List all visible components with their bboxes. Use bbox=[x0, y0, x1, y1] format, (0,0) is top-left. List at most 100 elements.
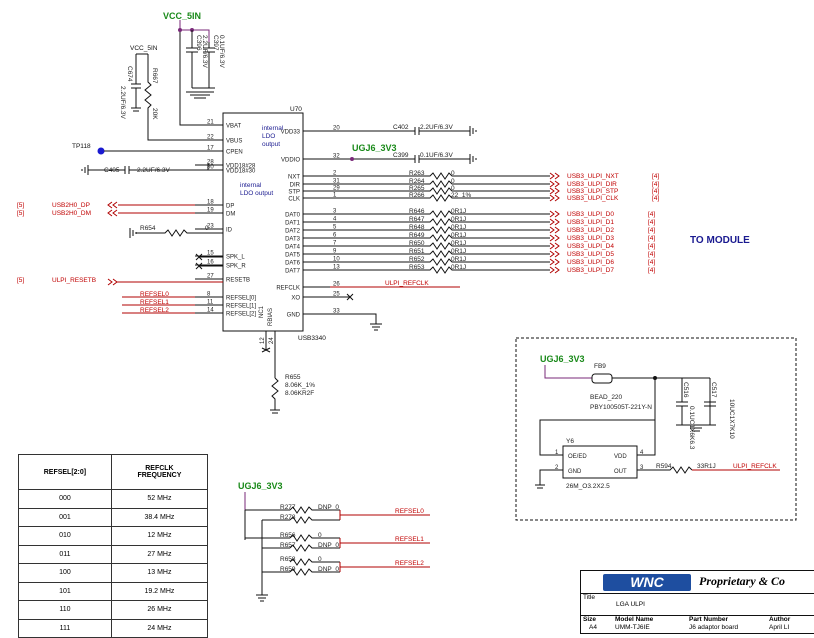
c517-val: 10UC1X7K10 bbox=[728, 399, 735, 439]
pin-number: 30 bbox=[207, 165, 214, 171]
meta-row bbox=[581, 615, 814, 616]
sheet-ref: [4] bbox=[648, 259, 655, 266]
pin-number: 16 bbox=[207, 260, 214, 266]
osc-gnd-wire bbox=[535, 469, 563, 489]
to-module-label: TO MODULE bbox=[690, 235, 750, 246]
net-label: USB2H0_DM bbox=[52, 210, 91, 217]
pin-num: 2 bbox=[555, 465, 559, 471]
ground-symbol bbox=[469, 154, 477, 164]
refsel-cell: 011 bbox=[18, 544, 112, 564]
c396-ref: C396 bbox=[195, 35, 202, 51]
ground-symbol bbox=[690, 427, 702, 432]
r594-ref: R594 bbox=[656, 463, 672, 470]
resistor-ref: R278 bbox=[280, 514, 296, 521]
pin-number: 4 bbox=[333, 217, 337, 223]
refsel-cell: 100 bbox=[18, 563, 112, 583]
resistor-ref: R656 bbox=[280, 532, 296, 539]
pin-num: 4 bbox=[640, 450, 644, 456]
c516-val: 0.1UC1X6K6.3 bbox=[688, 406, 695, 450]
ldo2-text-1: internal bbox=[240, 182, 262, 189]
refsel-cell: 010 bbox=[18, 526, 112, 546]
resistor-val: 0 bbox=[318, 532, 322, 539]
resistor-ref: R263 bbox=[409, 170, 425, 177]
reset-net: ULPI_RESETB bbox=[52, 277, 96, 284]
frequency-cell: 27 MHz bbox=[110, 544, 209, 564]
rbias-pin-name: RBIAS bbox=[268, 308, 274, 326]
net-arrow-icon bbox=[549, 250, 560, 258]
r594-val: 33R1J bbox=[697, 463, 716, 470]
net-arrow-icon bbox=[549, 242, 560, 250]
pin-name: REFSEL[1] bbox=[226, 304, 256, 310]
resistor-val: 0R1J bbox=[451, 216, 466, 223]
net-label: USB2H0_DP bbox=[52, 202, 90, 209]
resistor-body bbox=[330, 258, 550, 266]
net-label: USB3_ULPI_STP bbox=[567, 188, 618, 195]
c517-ref: C517 bbox=[710, 382, 717, 398]
pin-number: 15 bbox=[207, 251, 214, 257]
cap-c396 bbox=[186, 30, 198, 88]
refsel-out-net: REFSEL1 bbox=[395, 536, 424, 543]
spk-no-connect bbox=[195, 253, 223, 270]
c396-val: 2.2UF/6.3V bbox=[201, 35, 208, 69]
bottom-pin-wires bbox=[265, 331, 276, 378]
resistor-val: 0R1J bbox=[451, 240, 466, 247]
c405-ref: C405 bbox=[104, 167, 120, 174]
resistor-r667 bbox=[144, 54, 223, 141]
pin-name: DM bbox=[226, 212, 235, 218]
net-arrow-icon bbox=[549, 258, 560, 266]
osc-supply-wire bbox=[612, 377, 711, 420]
model-label: Model Name bbox=[615, 616, 654, 623]
refsel-resistor bbox=[289, 568, 340, 576]
part-value: J6 adaptor board bbox=[689, 624, 739, 631]
resistor-body bbox=[330, 180, 550, 188]
pin-number: 25 bbox=[333, 292, 340, 298]
pin-name: DAT1 bbox=[285, 221, 301, 227]
usb-left-ports: [5]USB2H0_DP[5]USB2H0_DM bbox=[17, 201, 195, 217]
pin-name: DAT6 bbox=[285, 261, 301, 267]
y6-ref: Y6 bbox=[566, 438, 574, 445]
refsel-net-label: REFSEL2 bbox=[140, 307, 169, 314]
resistor-ref: R264 bbox=[409, 178, 425, 185]
frequency-cell: 26 MHz bbox=[110, 600, 209, 620]
pin-number: 22 bbox=[207, 135, 214, 141]
ldo-text-3: output bbox=[262, 141, 280, 148]
resistor-val: 0R1J bbox=[451, 224, 466, 231]
pin-number: 13 bbox=[333, 265, 340, 271]
pin-number: 2 bbox=[333, 171, 337, 177]
vcc5in-left-label: VCC_5IN bbox=[130, 45, 158, 52]
resistor-ref: R659 bbox=[280, 566, 296, 573]
ldo-text-2: LDO bbox=[262, 133, 275, 140]
test-point-icon bbox=[97, 147, 105, 155]
junction bbox=[178, 28, 182, 32]
pin-name: DIR bbox=[290, 183, 301, 189]
resistor-ref: R658 bbox=[280, 556, 296, 563]
resistor-body bbox=[330, 242, 550, 250]
fb9-part: PBY100505T-221Y-N bbox=[590, 404, 652, 411]
refsel-resistor bbox=[289, 558, 340, 566]
resistor-ref: R657 bbox=[280, 542, 296, 549]
xo-no-connect bbox=[330, 293, 354, 301]
cap-c402-wire bbox=[330, 127, 470, 135]
sheet-ref: [4] bbox=[648, 211, 655, 218]
oscillator-y6 bbox=[562, 445, 638, 479]
ground-symbol bbox=[469, 126, 477, 136]
sheet-ref: [5] bbox=[17, 202, 24, 209]
net-arrow-icon bbox=[549, 218, 560, 226]
pin-24: 24 bbox=[269, 337, 275, 344]
refsel-resistor bbox=[289, 516, 340, 524]
chip-part: USB3340 bbox=[298, 335, 326, 342]
pin-number: 31 bbox=[333, 179, 340, 185]
pin-number: 26 bbox=[333, 282, 340, 288]
reset-wire bbox=[107, 278, 223, 286]
resistor-body bbox=[330, 250, 550, 258]
u70-chip-body bbox=[222, 112, 304, 332]
pin-name: XO bbox=[291, 296, 300, 302]
pin-number: 7 bbox=[333, 241, 337, 247]
pin-number: 17 bbox=[207, 146, 214, 152]
resistor-ref: R653 bbox=[409, 264, 425, 271]
pin-name: DAT3 bbox=[285, 237, 301, 243]
